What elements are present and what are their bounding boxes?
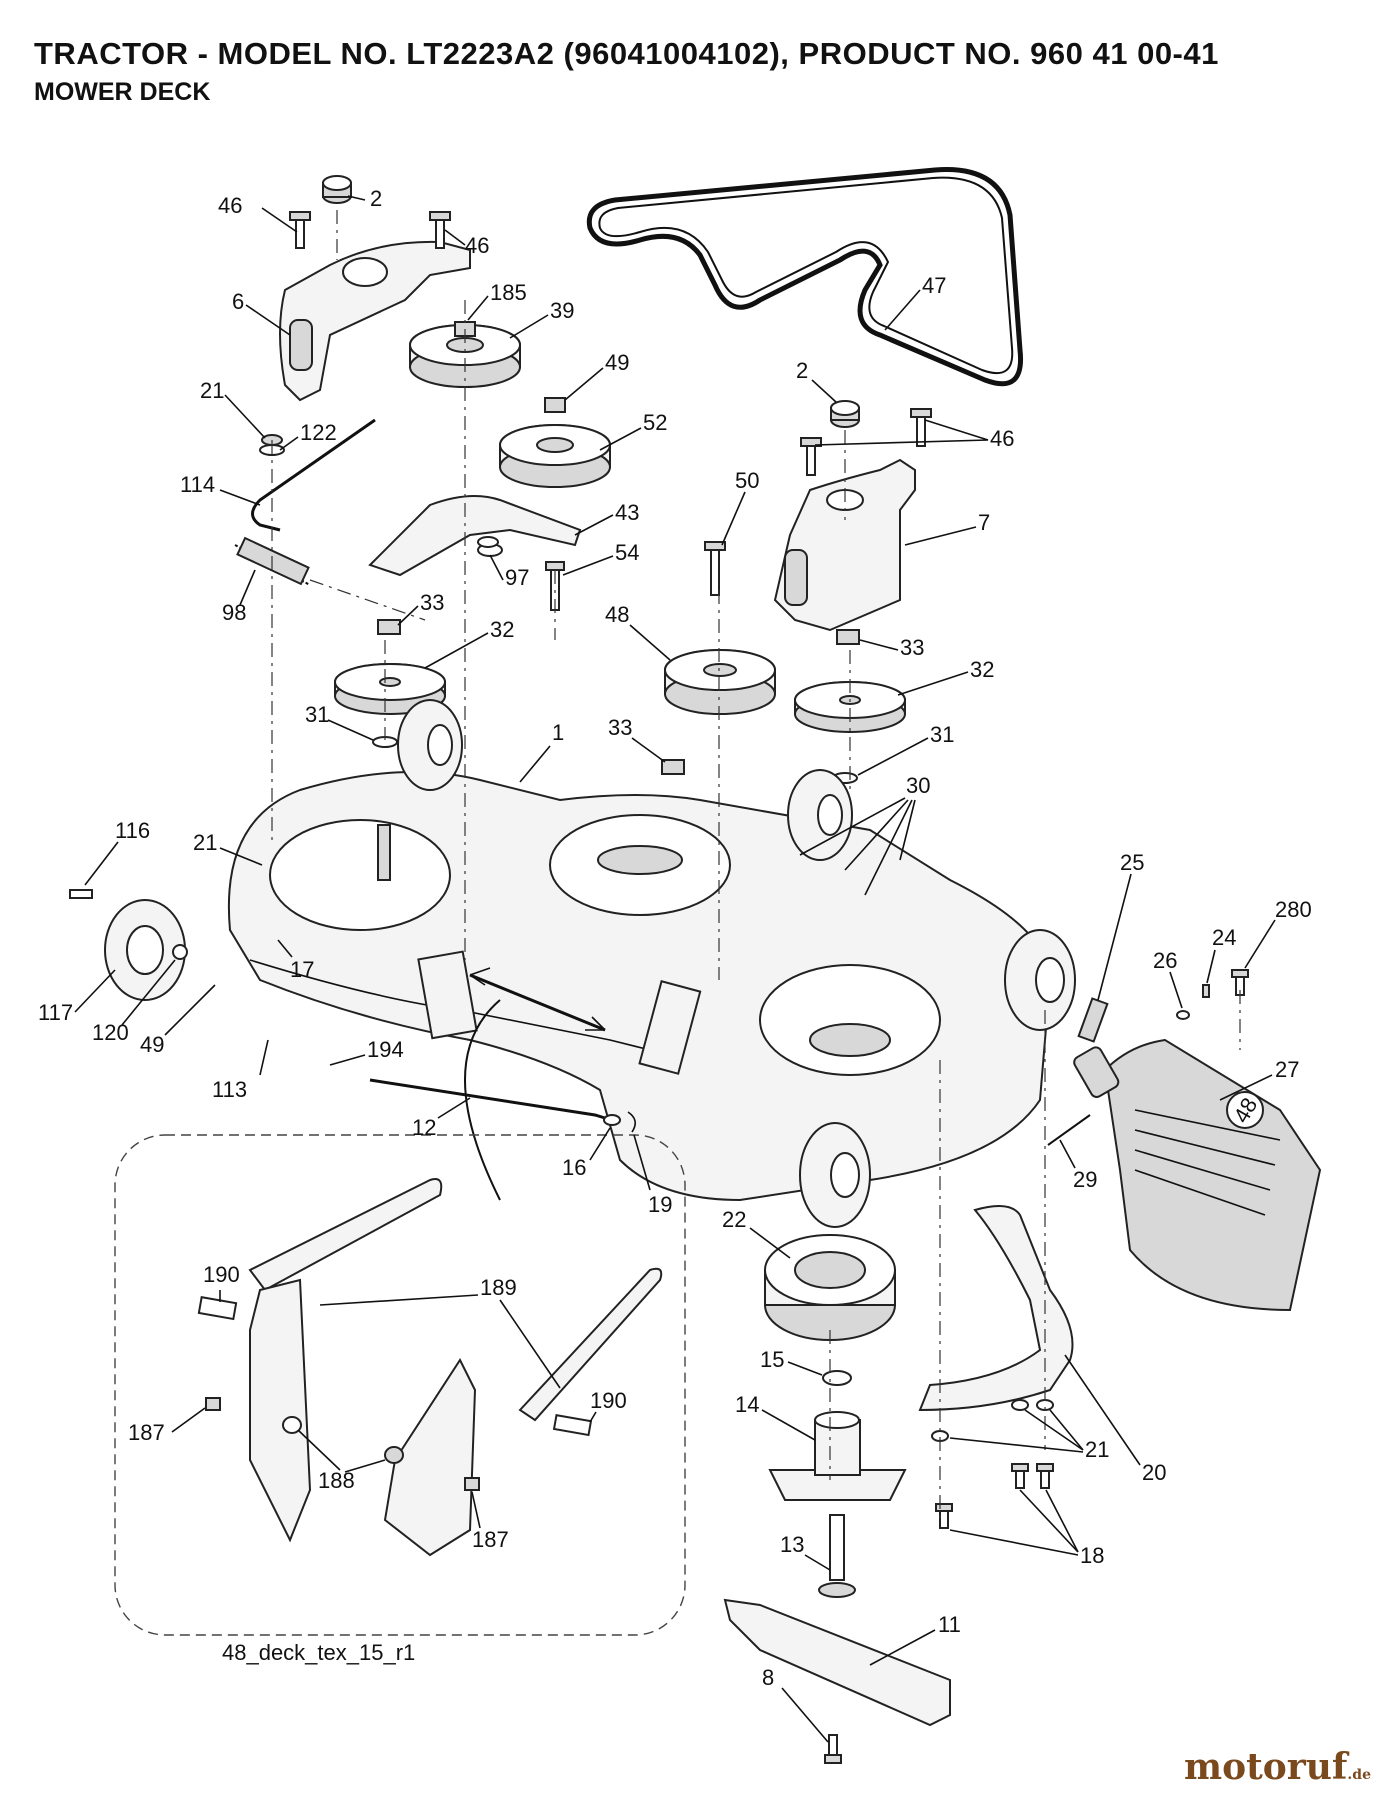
callout-46: 46 <box>218 193 242 218</box>
bolts-46-right <box>800 408 932 476</box>
callout-21: 21 <box>200 378 224 403</box>
callout-22: 22 <box>722 1207 746 1232</box>
cap-top <box>322 175 352 204</box>
pulley-cover-right <box>773 458 916 632</box>
callout-46: 46 <box>990 426 1014 451</box>
callout-30: 30 <box>906 773 930 798</box>
watermark-brand: motoruf <box>1184 1746 1348 1788</box>
callout-187: 187 <box>472 1527 509 1552</box>
callout-labels: 46 2 46 6 185 39 47 21 122 49 52 2 <box>38 186 1312 1743</box>
callout-12: 12 <box>412 1115 436 1140</box>
idler-pulley-48 <box>664 649 776 715</box>
nut-33-center <box>661 759 685 775</box>
callout-7: 7 <box>978 510 990 535</box>
callout-185: 185 <box>490 280 527 305</box>
callout-21: 21 <box>193 830 217 855</box>
idler-arm <box>368 495 582 577</box>
callout-31: 31 <box>930 722 954 747</box>
callout-190: 190 <box>590 1388 627 1413</box>
discharge-chute: 48 <box>1073 1038 1322 1312</box>
deflector-baffle <box>918 1205 1074 1412</box>
baffle-hardware <box>931 1399 1054 1529</box>
callout-21: 21 <box>1085 1437 1109 1462</box>
callout-33: 33 <box>900 635 924 660</box>
callout-15: 15 <box>760 1347 784 1372</box>
gauge-wheel-117 <box>69 889 188 1001</box>
callout-26: 26 <box>1153 948 1177 973</box>
page-subtitle: MOWER DECK <box>34 78 211 106</box>
callout-47: 47 <box>922 273 946 298</box>
drive-belt <box>586 167 1024 387</box>
callout-39: 39 <box>550 298 574 323</box>
callout-50: 50 <box>735 468 759 493</box>
callout-13: 13 <box>780 1532 804 1557</box>
anti-scalp-spacer <box>764 1234 896 1341</box>
callout-114: 114 <box>180 472 215 497</box>
callout-16: 16 <box>562 1155 586 1180</box>
callout-48: 48 <box>605 602 629 627</box>
callout-49: 49 <box>605 350 629 375</box>
callout-32: 32 <box>490 617 514 642</box>
callout-19: 19 <box>648 1192 672 1217</box>
callout-113: 113 <box>212 1077 247 1102</box>
callout-25: 25 <box>1120 850 1144 875</box>
callout-52: 52 <box>643 410 667 435</box>
callout-29: 29 <box>1073 1167 1097 1192</box>
spindle-pulley-left <box>334 619 446 748</box>
callout-49: 49 <box>140 1032 164 1057</box>
callout-1: 1 <box>552 720 564 745</box>
callout-2: 2 <box>370 186 382 211</box>
callout-190: 190 <box>203 1262 240 1287</box>
idler-pulley-52 <box>499 397 611 488</box>
spindle-assembly <box>723 1370 951 1764</box>
callout-46: 46 <box>465 233 489 258</box>
callout-188: 188 <box>318 1468 355 1493</box>
callout-194: 194 <box>367 1037 404 1062</box>
callout-43: 43 <box>615 500 639 525</box>
callout-6: 6 <box>232 289 244 314</box>
page-title: TRACTOR - MODEL NO. LT2223A2 (9604100410… <box>34 36 1219 71</box>
callout-54: 54 <box>615 540 639 565</box>
callout-97: 97 <box>505 565 529 590</box>
callout-187: 187 <box>128 1420 165 1445</box>
pulley-cover-left <box>279 240 471 402</box>
callout-280: 280 <box>1275 897 1312 922</box>
assembly-center-lines <box>271 210 1241 1520</box>
mower-deck-housing <box>227 771 1052 1202</box>
callout-117: 117 <box>38 1000 73 1025</box>
callout-17: 17 <box>290 957 314 982</box>
gauge-wheel-right-front <box>1004 929 1076 1031</box>
cap-right <box>830 400 860 428</box>
callout-122: 122 <box>300 420 337 445</box>
gauge-wheel-left-rear <box>397 699 463 791</box>
callout-24: 24 <box>1212 925 1236 950</box>
callout-189: 189 <box>480 1275 517 1300</box>
gauge-wheel-front-center <box>799 1122 871 1228</box>
watermark-tld: .de <box>1347 1767 1371 1783</box>
callout-98: 98 <box>222 600 246 625</box>
callout-2: 2 <box>796 358 808 383</box>
callout-33: 33 <box>420 590 444 615</box>
callout-8: 8 <box>762 1665 774 1690</box>
chute-spring-hardware <box>1047 969 1249 1146</box>
front-link-rod <box>369 1078 636 1133</box>
callout-33: 33 <box>608 715 632 740</box>
gauge-wheel-right-rear <box>787 769 853 861</box>
callout-116: 116 <box>115 818 150 843</box>
drawing-reference-id: 48_deck_tex_15_r1 <box>222 1640 416 1665</box>
callout-18: 18 <box>1080 1543 1104 1568</box>
callout-27: 27 <box>1275 1057 1299 1082</box>
watermark-logo: motoruf.de <box>1184 1746 1371 1788</box>
callout-14: 14 <box>735 1392 759 1417</box>
bolt-50 <box>704 541 726 596</box>
callout-20: 20 <box>1142 1460 1166 1485</box>
hanger-bracket-inset <box>114 1134 686 1636</box>
bolts-46-top <box>289 211 451 249</box>
callout-32: 32 <box>970 657 994 682</box>
callout-31: 31 <box>305 702 329 727</box>
callout-11: 11 <box>938 1612 961 1637</box>
